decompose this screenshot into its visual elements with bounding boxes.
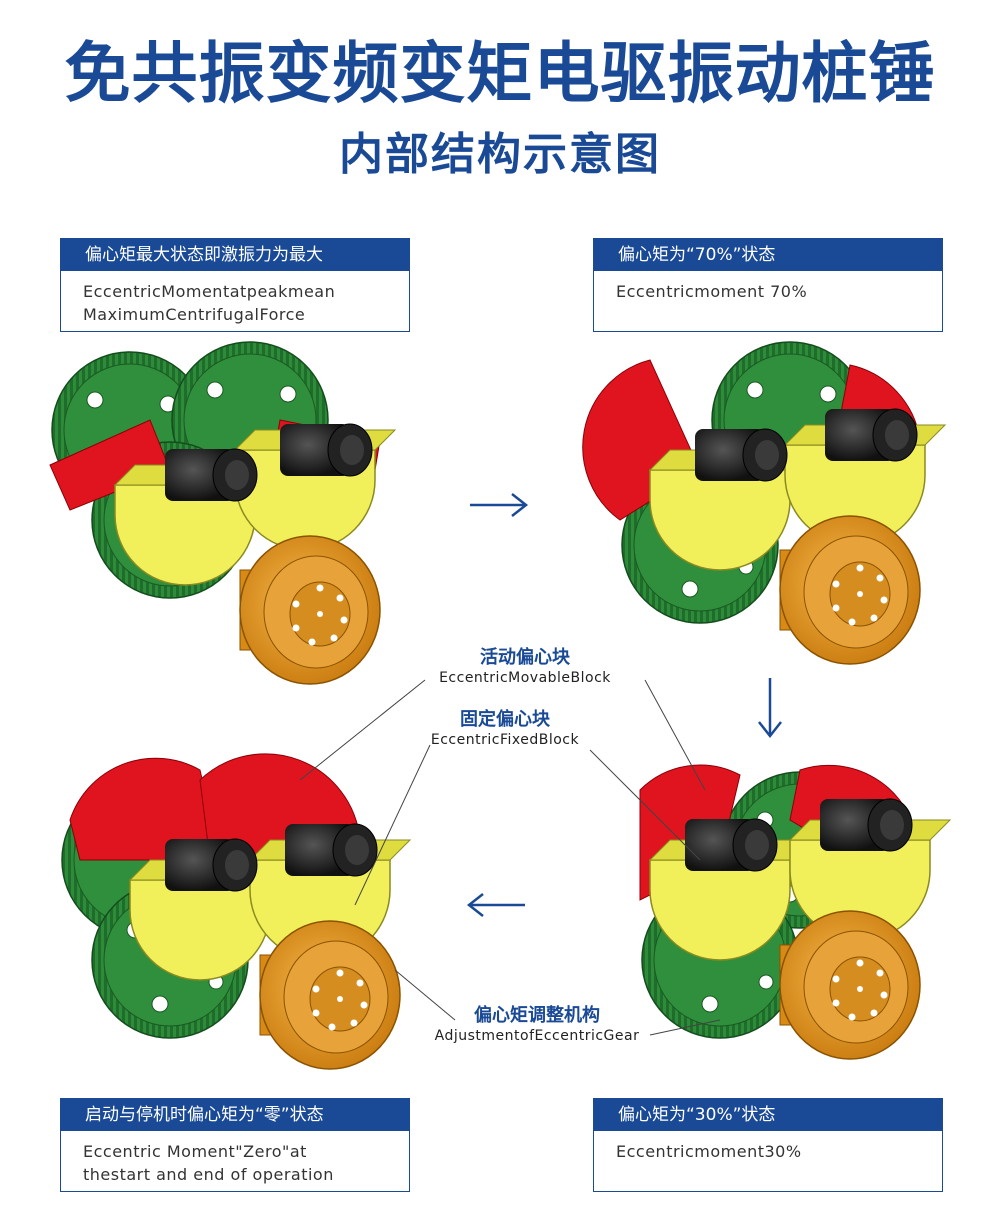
page-subtitle: 内部结构示意图 bbox=[339, 129, 661, 180]
state-description: Eccentric Moment"Zero"at thestart and en… bbox=[61, 1131, 409, 1186]
leader-lines bbox=[299, 679, 721, 1036]
arrow-left-icon bbox=[466, 893, 525, 917]
page-title: 免共振变频变矩电驱振动桩锤 bbox=[64, 35, 936, 112]
label-zh: 固定偏心块 bbox=[460, 709, 550, 730]
state-heading: 启动与停机时偏心矩为“零”状态 bbox=[61, 1099, 409, 1131]
state-desc-line: Eccentric Moment"Zero"at bbox=[83, 1142, 307, 1161]
state-description: EccentricMomentatpeakmean MaximumCentrif… bbox=[61, 271, 409, 326]
state-desc-line: thestart and end of operation bbox=[83, 1165, 334, 1184]
state-box-30: 偏心矩为“30%”状态 Eccentricmoment30% bbox=[593, 1098, 943, 1192]
label-zh: 偏心矩调整机构 bbox=[474, 1005, 600, 1026]
label-movable-block: 活动偏心块 EccentricMovableBlock bbox=[385, 647, 665, 687]
state-desc-line: Eccentricmoment 70% bbox=[616, 282, 808, 301]
state-heading: 偏心矩为“30%”状态 bbox=[594, 1099, 942, 1131]
label-en: EccentricFixedBlock bbox=[430, 732, 580, 748]
state-desc-line: EccentricMomentatpeakmean bbox=[83, 282, 336, 301]
arrow-right-icon bbox=[470, 493, 529, 517]
label-zh: 活动偏心块 bbox=[480, 647, 570, 668]
label-fixed-block: 固定偏心块 EccentricFixedBlock bbox=[365, 709, 645, 749]
state-desc-line: Eccentricmoment30% bbox=[616, 1142, 802, 1161]
state-box-70: 偏心矩为“70%”状态 Eccentricmoment 70% bbox=[593, 238, 943, 332]
mechanism-70 bbox=[582, 341, 946, 665]
mechanism-max bbox=[49, 341, 396, 685]
label-en: AdjustmentofEccentricGear bbox=[434, 1028, 640, 1044]
state-box-zero: 启动与停机时偏心矩为“零”状态 Eccentric Moment"Zero"at… bbox=[60, 1098, 410, 1192]
state-heading: 偏心矩为“70%”状态 bbox=[594, 239, 942, 271]
state-box-max: 偏心矩最大状态即激振力为最大 EccentricMomentatpeakmean… bbox=[60, 238, 410, 332]
mechanism-30 bbox=[639, 764, 951, 1060]
state-description: Eccentricmoment30% bbox=[594, 1131, 942, 1163]
label-adjust-gear: 偏心矩调整机构 AdjustmentofEccentricGear bbox=[397, 1005, 677, 1045]
arrow-down-icon bbox=[758, 678, 782, 739]
state-description: Eccentricmoment 70% bbox=[594, 271, 942, 303]
label-en: EccentricMovableBlock bbox=[439, 670, 611, 686]
mechanism-zero bbox=[61, 753, 411, 1070]
state-desc-line: MaximumCentrifugalForce bbox=[83, 305, 306, 324]
state-heading: 偏心矩最大状态即激振力为最大 bbox=[61, 239, 409, 271]
